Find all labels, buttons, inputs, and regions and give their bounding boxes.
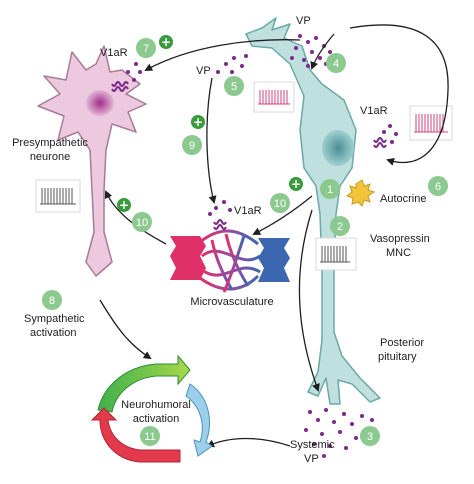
- label-vasopressin-line2: MNC: [386, 247, 411, 259]
- arrow-autocrine-loop: [349, 24, 449, 166]
- plus-sign-10-right: +: [289, 177, 303, 191]
- svg-text:3: 3: [367, 431, 373, 443]
- step-circles: 1 2 3 4 5 6 7 8 9 10 10 11: [42, 38, 448, 446]
- step-10-right: 10: [270, 193, 290, 213]
- step-10-left: 10: [132, 212, 152, 232]
- plus-sign-7: +: [159, 35, 173, 49]
- step-1: 1: [320, 179, 340, 199]
- label-neurohumoral-line2: activation: [133, 413, 179, 425]
- svg-text:+: +: [193, 115, 203, 129]
- arrow-systemic-to-cycle: [206, 437, 291, 448]
- svg-text:+: +: [161, 35, 171, 49]
- arrow-dendritic-release: [310, 33, 335, 70]
- label-systemic-line1: Systemic: [290, 439, 335, 451]
- step-5: 5: [224, 76, 244, 96]
- spike-train-mnc-top: [253, 81, 295, 113]
- svg-text:5: 5: [231, 81, 237, 93]
- svg-text:10: 10: [274, 198, 286, 210]
- plus-sign-9: +: [191, 115, 205, 129]
- neurohumoral-cycle: [90, 354, 213, 463]
- arrow-vp-to-presympathetic: [144, 39, 301, 71]
- spike-train-presympathetic: [35, 179, 81, 213]
- step-9: 9: [182, 135, 202, 155]
- svg-text:11: 11: [144, 431, 155, 443]
- label-neurohumoral-line1: Neurohumoral: [121, 399, 191, 411]
- arrow-axon-to-pituitary: [298, 209, 320, 392]
- mnc-nucleus: [322, 130, 354, 166]
- plus-sign-10-left: +: [117, 198, 131, 212]
- spike-train-autocrine: [409, 105, 453, 141]
- step-3: 3: [360, 426, 380, 446]
- capillary-network: [199, 229, 261, 293]
- v1ar-receptor-pre: [111, 81, 129, 92]
- autocrine-release-site: [345, 179, 376, 207]
- svg-text:7: 7: [143, 43, 149, 55]
- svg-text:8: 8: [49, 295, 55, 307]
- step-2: 2: [330, 216, 350, 236]
- label-posterior-line2: pituitary: [378, 351, 417, 363]
- arrow-mnc-to-vessels: [252, 195, 313, 235]
- label-presympathetic-line1: Presympathetic: [12, 137, 88, 149]
- microvasculature: [170, 219, 290, 293]
- v1ar-receptor-vasc: [213, 219, 227, 230]
- svg-text:10: 10: [136, 217, 148, 229]
- spike-train-mnc-axon: [315, 237, 357, 271]
- presympathetic-neurone: [37, 45, 147, 277]
- step-4: 4: [326, 53, 346, 73]
- label-systemic-line2: VP: [304, 453, 319, 465]
- label-sympathetic-line2: activation: [30, 327, 76, 339]
- label-autocrine: Autocrine: [380, 193, 426, 205]
- svg-text:+: +: [291, 177, 301, 191]
- step-11: 11: [140, 426, 160, 446]
- arrow-vessels-to-presympathetic: [104, 190, 167, 245]
- svg-text:2: 2: [337, 221, 343, 233]
- v1ar-receptor-mnc: [373, 137, 387, 148]
- text-labels: VP VP V1aR V1aR V1aR Presympathetic neur…: [12, 15, 430, 465]
- cycle-arrow-red: [90, 407, 181, 463]
- arrow-sympathetic-to-cycle: [99, 299, 152, 360]
- label-microvasculature: Microvasculature: [190, 296, 273, 308]
- label-vp-mid: VP: [196, 65, 211, 77]
- svg-text:6: 6: [435, 181, 441, 193]
- label-sympathetic-line1: Sympathetic: [24, 313, 85, 325]
- cycle-arrow-blue: [185, 383, 213, 457]
- svg-text:+: +: [119, 198, 129, 212]
- plus-circles: + + + +: [117, 35, 303, 212]
- label-v1ar-mnc: V1aR: [360, 105, 388, 117]
- svg-text:1: 1: [327, 184, 333, 196]
- label-vasopressin-line1: Vasopressin: [370, 233, 430, 245]
- label-posterior-line1: Posterior: [380, 337, 424, 349]
- vessel-venule: [258, 238, 290, 282]
- svg-text:9: 9: [189, 140, 195, 152]
- label-v1ar-vasc: V1aR: [234, 205, 262, 217]
- arrows: [99, 24, 449, 448]
- step-6: 6: [428, 176, 448, 196]
- step-8: 8: [42, 290, 62, 310]
- presympathetic-nucleus: [86, 90, 114, 116]
- step-7: 7: [136, 38, 156, 58]
- label-vp-top: VP: [296, 15, 311, 27]
- vessel-arteriole: [170, 236, 206, 280]
- svg-text:4: 4: [333, 58, 339, 70]
- vasopressin-mnc: [245, 17, 387, 405]
- label-v1ar-pre: V1aR: [100, 47, 128, 59]
- cycle-arrow-green: [97, 354, 191, 413]
- label-presympathetic-line2: neurone: [30, 151, 70, 163]
- arrow-vp-to-vessels: [206, 77, 217, 204]
